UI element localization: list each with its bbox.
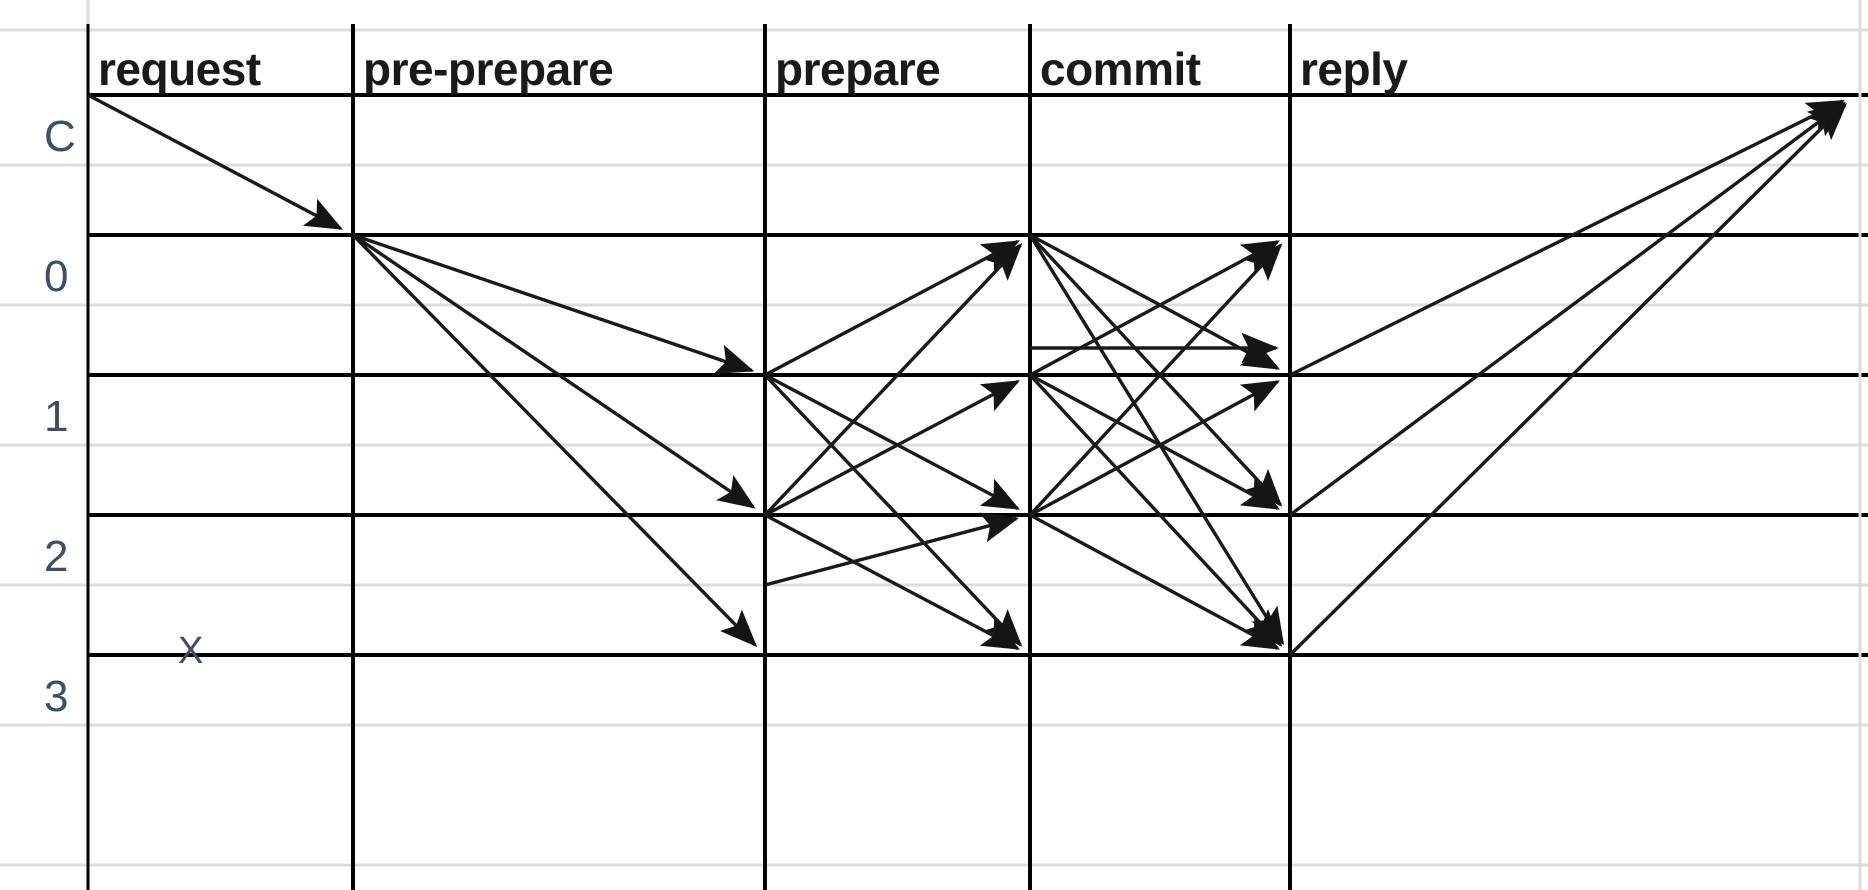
phase-label-prepare: prepare xyxy=(775,43,941,95)
message-arrow-reply-2-to-C xyxy=(1288,102,1847,657)
message-arrow-commit-1-to-0 xyxy=(1029,240,1281,377)
message-arrow-prepare-2-to-1 xyxy=(764,380,1021,517)
message-arrow-request-C-to-0 xyxy=(87,93,344,230)
grid-lines-axes xyxy=(86,0,1868,890)
phase-label-request: request xyxy=(98,43,261,95)
phase-label-pre-prepare: pre-prepare xyxy=(363,43,614,95)
message-arrow-prepare-1-to-2 xyxy=(764,373,1021,510)
phase-label-reply: reply xyxy=(1300,43,1408,95)
message-arrow-commit-1-to-3 xyxy=(1028,373,1283,647)
message-arrow-reply-0-to-C xyxy=(1289,99,1845,377)
message-arrow-prepare-2-to-3 xyxy=(764,513,1021,650)
message-arrow-commit-2-to-0 xyxy=(1028,243,1283,517)
message-arrow-commit-0-to-2 xyxy=(1028,233,1283,507)
message-arrow-prepare-3-to-2 xyxy=(764,512,1020,587)
message-arrow-prepare-1-to-0 xyxy=(764,240,1021,377)
message-arrow-prepare-2-to-0 xyxy=(763,243,1023,517)
message-arrow-prepare-1-to-3 xyxy=(763,373,1023,647)
message-arrow-commit-0-to-1 xyxy=(1029,233,1281,370)
message-arrow-pre-prepare-0-to-3 xyxy=(351,233,758,647)
message-arrow-commit-1-to-2 xyxy=(1029,373,1281,510)
message-arrow-commit-2-to-3 xyxy=(1029,513,1281,650)
participant-label-1: 1 xyxy=(44,392,69,441)
participant-label-0: 0 xyxy=(44,252,69,301)
faulty-replica-marker: X xyxy=(178,630,204,672)
participant-label-2: 2 xyxy=(44,532,69,581)
participant-label-C: C xyxy=(44,112,76,161)
message-arrow-commit-0-to-3 xyxy=(1028,234,1285,646)
message-arrow-reply-1-to-C xyxy=(1288,101,1846,517)
message-arrow-commit-2-to-1 xyxy=(1029,380,1281,517)
message-arrow-group xyxy=(87,93,1847,657)
participant-label-3: 3 xyxy=(44,672,69,721)
message-arrow-pre-prepare-0-to-1 xyxy=(352,233,755,374)
phase-label-commit: commit xyxy=(1040,43,1201,95)
message-arrow-pre-prepare-0-to-2 xyxy=(352,233,756,509)
